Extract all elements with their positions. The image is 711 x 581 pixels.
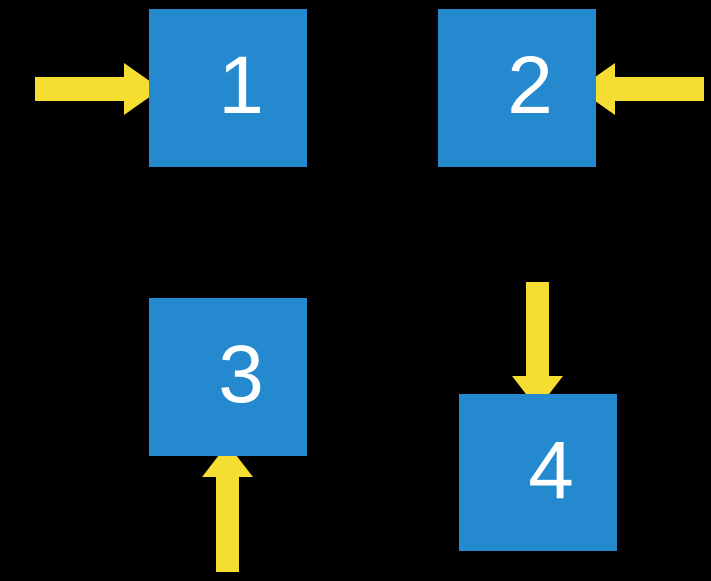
arrow-left-glyph	[578, 63, 704, 115]
node-label-3: 3	[218, 329, 264, 420]
node-box-2[interactable]: 2	[438, 9, 596, 167]
arrow-into-node-3	[202, 444, 253, 572]
node-label-4: 4	[528, 424, 574, 516]
arrow-into-node-4	[512, 282, 563, 409]
node-box-3[interactable]: 3	[149, 298, 307, 456]
node-label-1: 1	[218, 40, 264, 131]
arrow-down-glyph	[512, 282, 563, 409]
node-box-4[interactable]: 4	[459, 394, 617, 551]
node-box-1[interactable]: 1	[149, 9, 307, 167]
arrow-up-glyph	[202, 444, 253, 572]
node-label-2: 2	[507, 40, 553, 131]
arrow-into-node-2	[578, 63, 704, 115]
arrow-into-node-1	[35, 63, 161, 115]
arrow-right-glyph	[35, 63, 161, 115]
